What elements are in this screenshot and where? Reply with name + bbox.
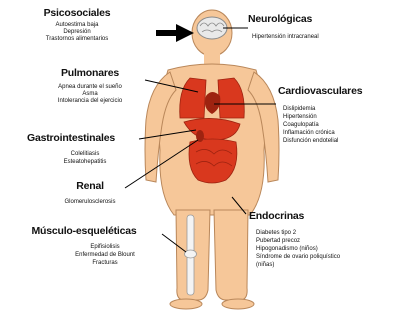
musculo-title: Músculo-esqueléticas (4, 226, 164, 237)
neck-shape (204, 52, 220, 64)
brain-icon (197, 17, 227, 39)
psicosociales-title: Psicosociales (22, 8, 132, 19)
endocrinas-item-5: (niñas) (256, 262, 274, 268)
psicosociales-item-3: Trastornos alimentarios (22, 36, 132, 42)
endocrinas-item-2: Pubertad precoz (256, 238, 300, 244)
intestines-shape (189, 139, 237, 183)
pulmonares-title: Pulmonares (30, 68, 150, 79)
musculo-item-1: Epifisiolisis (50, 244, 160, 250)
endocrinas-item-4: Síndrome de ovario poliquístico (256, 254, 340, 260)
left-foot-shape (170, 299, 202, 309)
gastrointestinales-title: Gastrointestinales (6, 133, 136, 144)
arrow-icon (156, 24, 194, 42)
renal-title: Renal (60, 181, 120, 192)
cardiovasculares-item-2: Hipertensión (283, 114, 317, 120)
neurologicas-item-1: Hipertensión intracraneal (252, 34, 319, 40)
cardiovasculares-title: Cardiovasculares (278, 86, 362, 97)
psicosociales-item-1: Autoestima baja (22, 22, 132, 28)
pulmonares-item-2: Asma (30, 91, 150, 97)
cardiovasculares-item-3: Coagulopatía (283, 122, 319, 128)
cardiovasculares-item-4: Inflamación crónica (283, 130, 335, 136)
right-foot-shape (222, 299, 254, 309)
right-leg-shape (214, 210, 248, 300)
cardiovasculares-item-1: Dislipidemia (283, 106, 315, 112)
musculo-item-3: Fracturas (50, 260, 160, 266)
pulmonares-item-1: Apnea durante el sueño (30, 84, 150, 90)
gastrointestinales-item-1: Colelitiasis (30, 151, 140, 157)
pulmonares-item-3: Intolerancia del ejercicio (30, 98, 150, 104)
cardiovasculares-item-5: Disfunción endotelial (283, 138, 338, 144)
endocrinas-item-3: Hipogonadismo (niños) (256, 246, 318, 252)
neurologicas-title: Neurológicas (248, 14, 312, 25)
endocrinas-item-1: Diabetes tipo 2 (256, 230, 296, 236)
musculo-item-2: Enfermedad de Blount (50, 252, 160, 258)
gastrointestinales-item-2: Esteatohepatitis (30, 159, 140, 165)
renal-item-1: Glomerulosclerosis (40, 199, 140, 205)
psicosociales-item-2: Depresión (22, 29, 132, 35)
endocrinas-title: Endocrinas (249, 211, 304, 222)
